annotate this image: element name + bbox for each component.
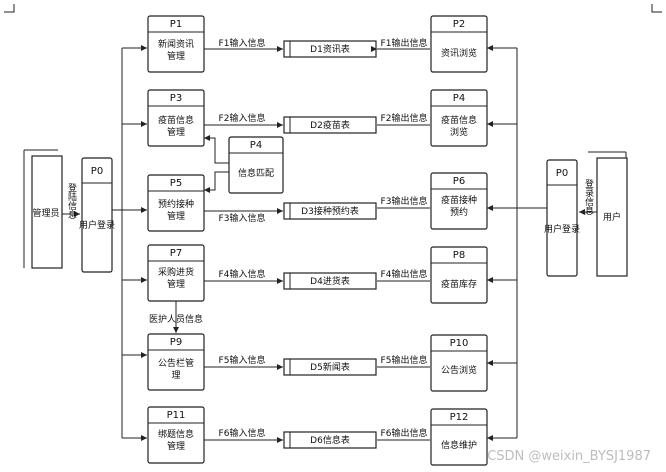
p9-name: 公告栏管理	[158, 357, 194, 381]
p2-name: 资讯浏览	[441, 47, 477, 59]
process-p4-match: P4 信息匹配	[228, 136, 284, 194]
p3-id: P3	[170, 93, 182, 104]
flow-f5-in: F5输入信息	[204, 354, 283, 370]
p4-right-id: P4	[453, 93, 465, 104]
process-p5: P5 预约接种管理	[147, 174, 205, 232]
flow-f3-in: F3输入信息	[204, 208, 283, 224]
process-p6: P6 疫苗接种预约	[430, 172, 488, 230]
p4-match-name: 信息匹配	[238, 167, 274, 179]
f6-in-label: F6输入信息	[219, 427, 266, 439]
p10-name: 公告浏览	[441, 364, 477, 376]
p2-id: P2	[453, 19, 465, 30]
flow-login-left: 登陆信息	[62, 183, 80, 219]
f6-out-label: F6输出信息	[381, 427, 428, 439]
f3-out-label: F3输出信息	[381, 195, 428, 207]
left-bus	[112, 45, 147, 441]
flow-login-right: 登录信息	[579, 179, 597, 215]
flow-f5-out: F5输出信息	[377, 354, 430, 368]
d1-name: D1资讯表	[310, 43, 350, 55]
flow-f6-out: F6输出信息	[377, 427, 430, 441]
flow-staff: 医护人员信息	[149, 301, 203, 333]
p12-name: 信息维护	[441, 439, 477, 451]
p12-id: P12	[450, 412, 469, 423]
p0-left-id: P0	[91, 166, 103, 177]
p6-name: 疫苗接种预约	[441, 194, 477, 218]
p3-name: 疫苗信息管理	[158, 114, 194, 138]
process-p1: P1 新闻资讯管理	[147, 15, 205, 73]
p5-name: 预约接种管理	[158, 198, 194, 222]
flow-staff-label: 医护人员信息	[149, 313, 203, 325]
p11-id: P11	[167, 410, 186, 421]
p4-right-name: 疫苗信息浏览	[441, 114, 477, 138]
f3-in-label: F3输入信息	[219, 212, 266, 224]
p11-name: 绑题信息管理	[158, 428, 194, 452]
p8-id: P8	[453, 250, 465, 261]
right-bus	[487, 45, 547, 441]
p0-left-name: 用户登录	[79, 219, 115, 231]
p9-id: P9	[170, 337, 182, 348]
flow-f2-out: F2输出信息	[377, 112, 430, 126]
p6-id: P6	[453, 176, 465, 187]
process-p10: P10 公告浏览	[430, 334, 488, 392]
process-p3: P3 疫苗信息管理	[147, 89, 205, 147]
entity-user-label: 用户	[603, 211, 621, 223]
flow-f1-in: F1输入信息	[204, 37, 283, 52]
flow-f1-out: F1输出信息	[371, 37, 430, 52]
entity-admin: 管理员	[23, 149, 63, 269]
process-p9: P9 公告栏管理	[147, 333, 205, 391]
p0-right-name: 用户登录	[544, 223, 580, 235]
store-d4: D4进货表	[283, 272, 377, 290]
watermark: CSDN @weixin_BYSJ1987	[487, 449, 651, 464]
page-corner-marks	[4, 4, 662, 13]
f5-in-label: F5输入信息	[219, 354, 266, 366]
flow-f2-in: F2输入信息	[204, 112, 283, 128]
process-p8: P8 疫苗库存	[430, 246, 488, 304]
f4-out-label: F4输出信息	[381, 268, 428, 280]
f1-in-label: F1输入信息	[219, 37, 266, 49]
f2-in-label: F2输入信息	[219, 112, 266, 124]
f4-in-label: F4输入信息	[219, 268, 266, 280]
p7-name: 采购进货管理	[158, 266, 194, 290]
p10-id: P10	[450, 338, 469, 349]
p5-id: P5	[170, 178, 182, 189]
d6-name: D6信息表	[310, 434, 350, 446]
flow-f3-out: F3输出信息	[377, 195, 430, 209]
flow-p4-to-p3-p5	[204, 135, 229, 193]
d2-name: D2疫苗表	[310, 119, 350, 131]
process-p0-left: P0 用户登录	[79, 157, 115, 273]
p4-match-id: P4	[250, 140, 262, 151]
d3-name: D3接种预约表	[301, 205, 359, 217]
p8-name: 疫苗库存	[441, 278, 477, 290]
store-d2: D2疫苗表	[283, 116, 377, 134]
process-p12: P12 信息维护	[430, 408, 488, 466]
entity-user: 用户	[588, 151, 628, 277]
process-p0-right: P0 用户登录	[544, 159, 580, 277]
store-d1: D1资讯表	[283, 40, 377, 58]
flow-f4-in: F4输入信息	[204, 268, 283, 284]
process-p7: P7 采购进货管理	[147, 244, 205, 302]
p1-name: 新闻资讯管理	[158, 38, 194, 62]
f2-out-label: F2输出信息	[381, 112, 428, 124]
store-d3: D3接种预约表	[283, 202, 377, 220]
p7-id: P7	[170, 248, 182, 259]
d5-name: D5新闻表	[310, 361, 350, 373]
process-p11: P11 绑题信息管理	[147, 406, 205, 464]
store-d5: D5新闻表	[283, 358, 377, 376]
p0-right-id: P0	[556, 168, 568, 179]
process-p2: P2 资讯浏览	[430, 15, 488, 73]
entity-admin-label: 管理员	[32, 207, 59, 219]
f5-out-label: F5输出信息	[381, 354, 428, 366]
store-d6: D6信息表	[283, 431, 377, 449]
flow-f6-in: F6输入信息	[204, 427, 283, 443]
process-p4-right: P4 疫苗信息浏览	[430, 89, 488, 147]
f1-out-label: F1输出信息	[381, 37, 428, 49]
p1-id: P1	[170, 19, 182, 30]
flow-f4-out: F4输出信息	[377, 268, 430, 282]
flow-login-right-label: 登录信息	[583, 179, 594, 215]
d4-name: D4进货表	[310, 275, 350, 287]
flow-login-left-label: 登陆信息	[66, 183, 77, 219]
